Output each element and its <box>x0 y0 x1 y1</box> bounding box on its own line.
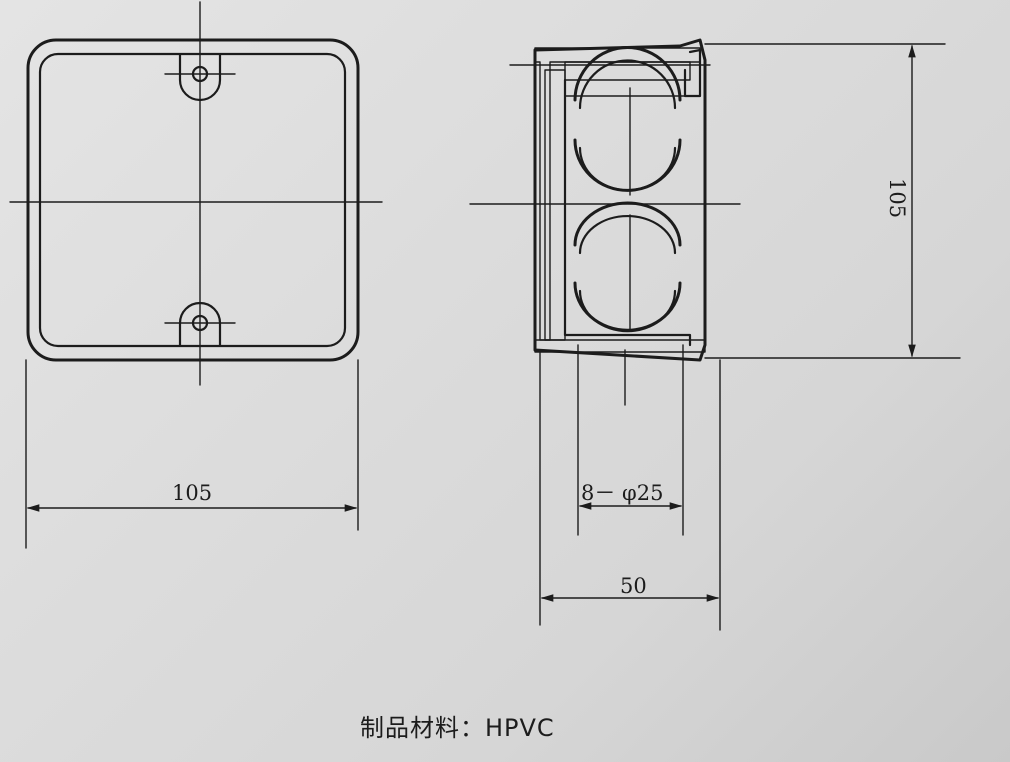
side-section-view: 105 8－ φ25 50 <box>469 38 961 631</box>
knockout-lower <box>573 201 682 333</box>
back-wall-section <box>544 69 566 341</box>
material-caption: 制品材料：HPVC <box>360 714 555 742</box>
height-dimension-label: 105 <box>885 178 909 218</box>
box-inner-outline <box>38 52 347 348</box>
depth-dimension-label: 50 <box>620 574 647 598</box>
width-dimension-label: 105 <box>172 481 212 505</box>
inner-cavity-outline <box>563 78 692 347</box>
top-lip-section <box>564 61 691 81</box>
box-outer-outline <box>26 38 360 362</box>
side-outline <box>533 38 707 362</box>
knockout-upper <box>573 46 682 196</box>
front-view: 105 <box>9 1 383 549</box>
top-screw-boss <box>164 53 236 102</box>
bottom-screw-boss <box>164 301 236 347</box>
front-lip-top <box>683 48 702 98</box>
knockout-dimension-label: 8－ φ25 <box>581 481 663 505</box>
